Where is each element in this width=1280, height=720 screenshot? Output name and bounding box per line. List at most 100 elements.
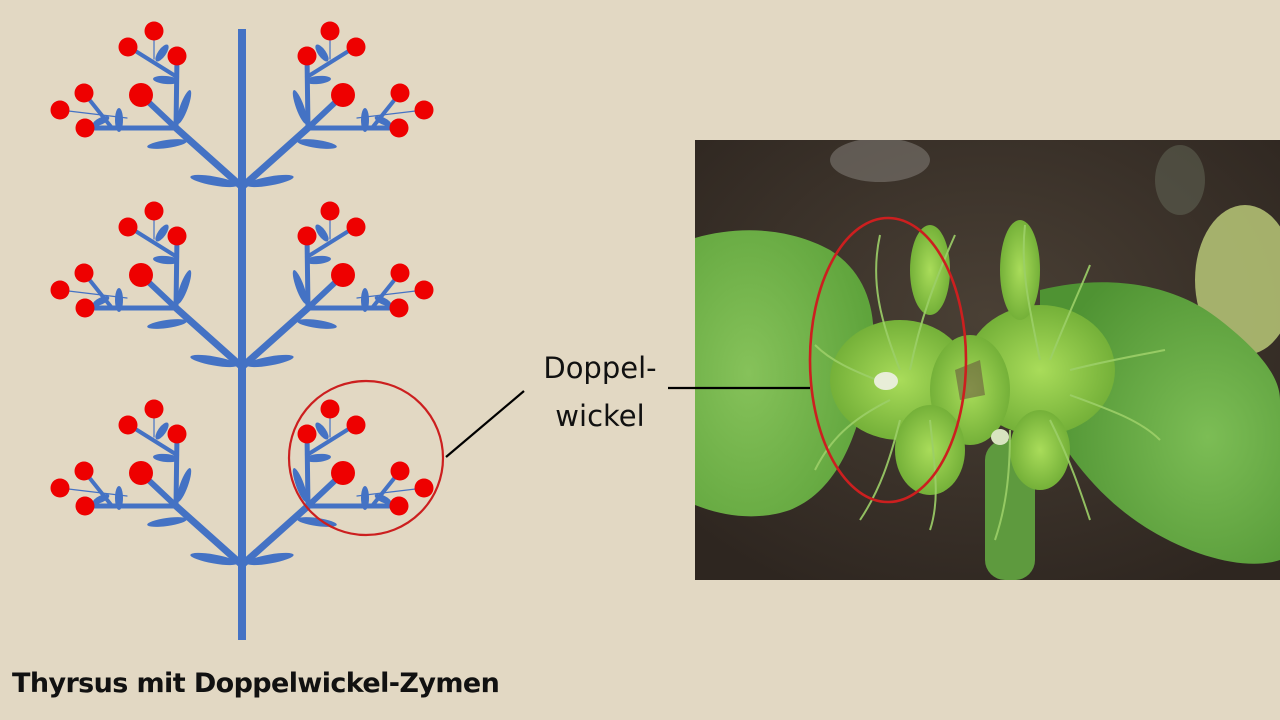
flower bbox=[297, 424, 317, 444]
bract bbox=[176, 270, 192, 304]
bract bbox=[153, 75, 179, 85]
flower bbox=[118, 415, 138, 435]
bract bbox=[190, 552, 238, 566]
highlight-circle bbox=[287, 379, 445, 537]
bract bbox=[305, 453, 331, 463]
flower bbox=[75, 496, 95, 516]
flower bbox=[50, 478, 70, 498]
flower bbox=[75, 118, 95, 138]
flower bbox=[167, 46, 187, 66]
bract bbox=[115, 288, 123, 312]
bract bbox=[305, 255, 331, 265]
bract bbox=[297, 139, 337, 149]
flower bbox=[74, 461, 94, 481]
flower bbox=[389, 118, 409, 138]
flower bbox=[390, 461, 410, 481]
flower bbox=[144, 399, 164, 419]
callout-line-2: wickel bbox=[555, 399, 645, 433]
flower bbox=[414, 280, 434, 300]
cyme-branch bbox=[305, 45, 357, 79]
cyme-branch bbox=[127, 225, 179, 259]
flower bbox=[74, 263, 94, 283]
bract bbox=[374, 116, 392, 126]
cyme-branch bbox=[173, 431, 180, 509]
bract bbox=[155, 44, 169, 62]
flower bbox=[50, 280, 70, 300]
photo-highlight-ellipse bbox=[808, 216, 968, 504]
plant-photo bbox=[695, 140, 1280, 580]
bract bbox=[176, 468, 192, 502]
bract bbox=[147, 319, 187, 329]
cyme-tier-3-left bbox=[50, 399, 246, 569]
cyme-branch bbox=[173, 233, 180, 311]
cyme-branch bbox=[127, 45, 179, 79]
flower bbox=[297, 46, 317, 66]
flower bbox=[346, 415, 366, 435]
cyme-tier-2-left bbox=[50, 201, 246, 371]
cyme-stalk bbox=[172, 304, 246, 371]
cyme-stalk bbox=[172, 502, 246, 569]
bract bbox=[155, 224, 169, 242]
cyme-stalk bbox=[238, 124, 312, 191]
flower bbox=[167, 424, 187, 444]
flower bbox=[346, 37, 366, 57]
bract bbox=[292, 90, 308, 124]
flower bbox=[75, 298, 95, 318]
bract bbox=[305, 75, 331, 85]
flower bbox=[297, 226, 317, 246]
bract bbox=[176, 90, 192, 124]
cyme-branch bbox=[305, 225, 357, 259]
flower bbox=[331, 83, 355, 107]
bract bbox=[147, 517, 187, 527]
bract bbox=[115, 108, 123, 132]
cyme-branch bbox=[304, 431, 311, 509]
flower bbox=[167, 226, 187, 246]
flower bbox=[118, 37, 138, 57]
bract bbox=[361, 288, 369, 312]
cyme-stalk bbox=[238, 304, 312, 371]
flower bbox=[320, 21, 340, 41]
bract bbox=[190, 174, 238, 188]
bract bbox=[361, 486, 369, 510]
cyme-branch bbox=[304, 233, 311, 311]
cyme-tier-1-right bbox=[238, 21, 434, 191]
bract bbox=[190, 354, 238, 368]
cyme-stalk bbox=[238, 502, 312, 569]
bract bbox=[153, 255, 179, 265]
flower bbox=[320, 399, 340, 419]
cyme-branch bbox=[305, 423, 357, 457]
flower bbox=[414, 478, 434, 498]
bract bbox=[92, 116, 110, 126]
leader-line-diagram bbox=[445, 390, 525, 458]
flower bbox=[144, 201, 164, 221]
bract bbox=[315, 44, 329, 62]
bract bbox=[246, 174, 294, 188]
bract bbox=[361, 108, 369, 132]
bract bbox=[374, 296, 392, 306]
flower bbox=[414, 100, 434, 120]
cymes-group bbox=[50, 21, 434, 569]
bract bbox=[315, 422, 329, 440]
cyme-branch bbox=[304, 53, 311, 131]
flower bbox=[346, 217, 366, 237]
flower bbox=[118, 217, 138, 237]
flower bbox=[129, 461, 153, 485]
callout-line-1: Doppel- bbox=[543, 351, 657, 385]
flower bbox=[320, 201, 340, 221]
cyme-branch bbox=[127, 423, 179, 457]
bract bbox=[153, 453, 179, 463]
flower bbox=[50, 100, 70, 120]
cyme-tier-2-right bbox=[238, 201, 434, 371]
bract bbox=[297, 319, 337, 329]
cyme-tier-3-right bbox=[238, 399, 434, 569]
bract bbox=[155, 422, 169, 440]
flower bbox=[390, 83, 410, 103]
bract bbox=[246, 354, 294, 368]
flower bbox=[74, 83, 94, 103]
flower bbox=[129, 83, 153, 107]
bract bbox=[292, 468, 308, 502]
flower bbox=[389, 298, 409, 318]
bract bbox=[115, 486, 123, 510]
flower bbox=[331, 263, 355, 287]
